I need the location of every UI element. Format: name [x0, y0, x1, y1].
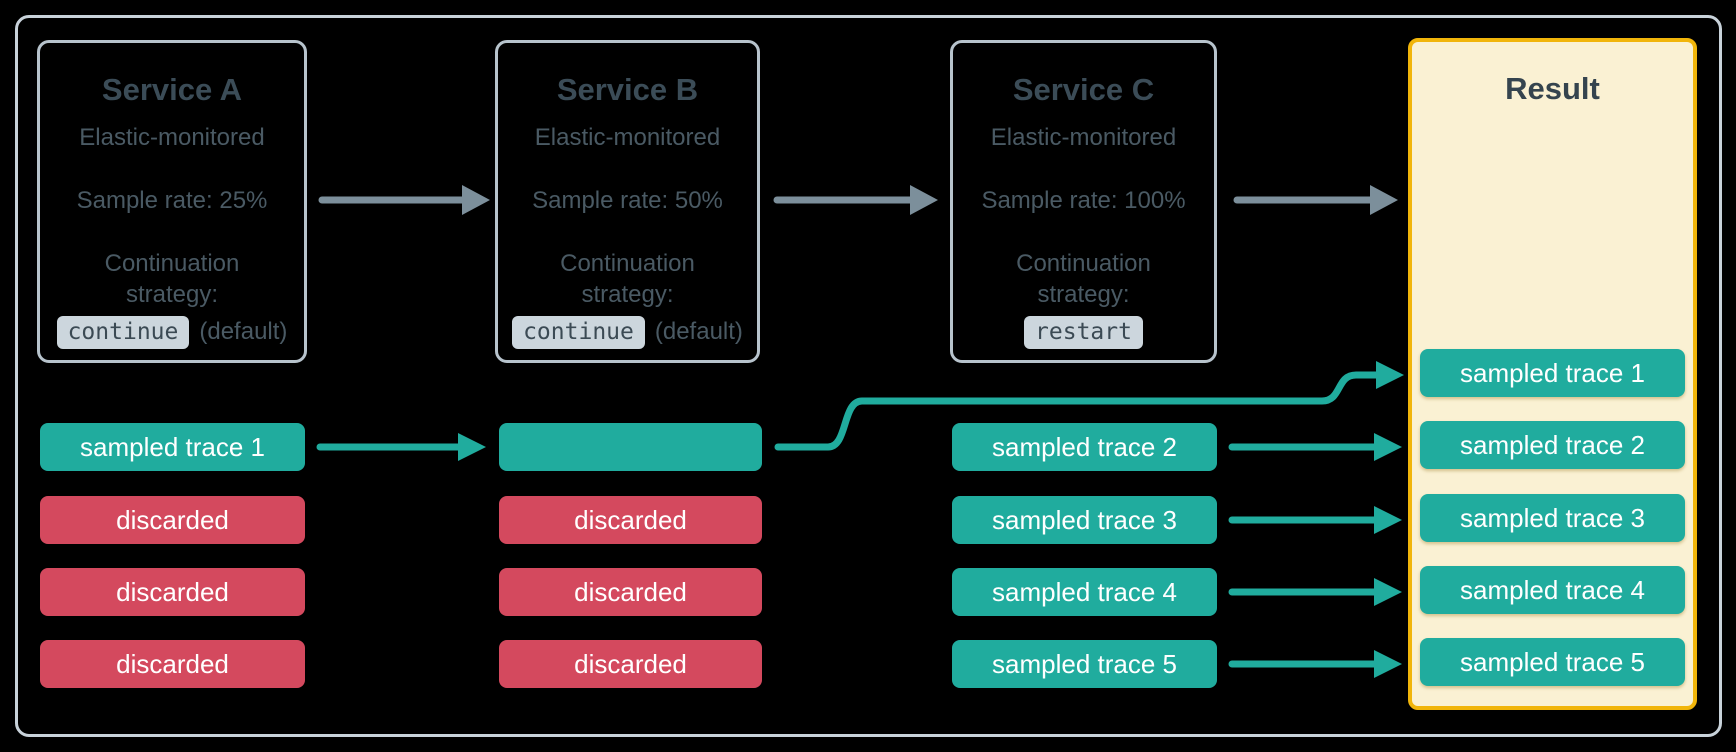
- service-c-strategy-code-chip: restart: [1024, 315, 1143, 349]
- service-b-strategy-line2: strategy:: [581, 281, 674, 308]
- service-b-strategy-code-chip: continue: [512, 315, 645, 349]
- service-a-strategy-line1: Continuation: [104, 250, 240, 277]
- result-chip-sampled-trace-4: sampled trace 4: [1420, 566, 1685, 614]
- result-chip-sampled-trace-3: sampled trace 3: [1420, 494, 1685, 542]
- service-b-strategy-row: continue (default): [512, 314, 743, 350]
- service-a-default-label: (default): [199, 318, 288, 345]
- service-c-box: Service C Elastic-monitored Sample rate:…: [950, 40, 1217, 363]
- service-c-strategy-row: restart: [1024, 314, 1143, 350]
- chip-c-sampled-trace-2: sampled trace 2: [952, 423, 1217, 471]
- chip-c-sampled-trace-3: sampled trace 3: [952, 496, 1217, 544]
- result-box: Result sampled trace 1 sampled trace 2 s…: [1408, 38, 1697, 710]
- service-a-strategy-code-chip: continue: [56, 315, 190, 349]
- chip-c-sampled-trace-5: sampled trace 5: [952, 640, 1217, 688]
- service-a-strategy-row: continue (default): [56, 314, 288, 350]
- service-b-sample-rate: Sample rate: 50%: [532, 187, 723, 214]
- service-b-title: Service B: [556, 72, 699, 107]
- service-c-strategy-line1: Continuation: [1016, 250, 1151, 277]
- service-b-box: Service B Elastic-monitored Sample rate:…: [495, 40, 760, 363]
- result-chip-sampled-trace-5: sampled trace 5: [1420, 638, 1685, 686]
- service-c-subtitle: Elastic-monitored: [990, 124, 1177, 151]
- service-a-title: Service A: [101, 72, 243, 107]
- service-a-strategy-line2: strategy:: [125, 281, 219, 308]
- service-c-sample-rate: Sample rate: 100%: [981, 187, 1186, 214]
- chip-a-discarded-2: discarded: [40, 568, 305, 616]
- result-chip-sampled-trace-2: sampled trace 2: [1420, 421, 1685, 469]
- outer-frame: [15, 15, 1722, 737]
- chip-b-discarded-1: discarded: [499, 496, 762, 544]
- chip-a-sampled-trace-1: sampled trace 1: [40, 423, 305, 471]
- service-c-strategy-line2: strategy:: [1037, 281, 1130, 308]
- chip-a-discarded-1: discarded: [40, 496, 305, 544]
- service-b-default-label: (default): [654, 318, 743, 345]
- service-b-subtitle: Elastic-monitored: [534, 124, 721, 151]
- service-c-title: Service C: [1012, 72, 1155, 107]
- result-title: Result: [1505, 71, 1600, 106]
- chip-b-discarded-2: discarded: [499, 568, 762, 616]
- service-a-sample-rate: Sample rate: 25%: [76, 187, 268, 214]
- chip-b-sampled-unlabeled: [499, 423, 762, 471]
- service-a-subtitle: Elastic-monitored: [79, 124, 265, 151]
- service-b-strategy-line1: Continuation: [560, 250, 695, 277]
- service-a-box: Service A Elastic-monitored Sample rate:…: [37, 40, 307, 363]
- chip-b-discarded-3: discarded: [499, 640, 762, 688]
- chip-c-sampled-trace-4: sampled trace 4: [952, 568, 1217, 616]
- result-chip-sampled-trace-1: sampled trace 1: [1420, 349, 1685, 397]
- chip-a-discarded-3: discarded: [40, 640, 305, 688]
